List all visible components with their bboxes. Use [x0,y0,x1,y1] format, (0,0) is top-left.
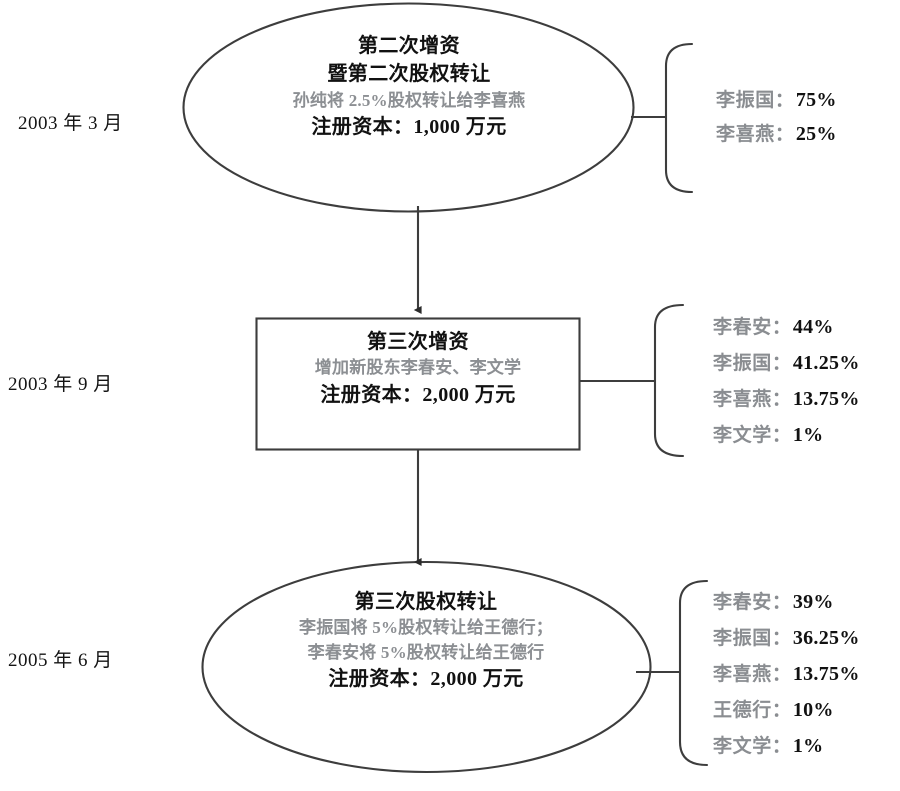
shareholder-percent: 10% [792,699,834,721]
shareholder-name: 李振国 [713,353,772,374]
shareholder-colon: ： [771,592,791,613]
stage-2-capital: 注册资本：2,000 万元 [320,383,516,406]
shareholder-percent: 39% [792,591,834,613]
stage-2-text-block: 第三次增资 增加新股东李春安、李文学 注册资本：2,000 万元 [256,328,580,409]
stage-2-subtitle: 增加新股东李春安、李文学 [314,358,522,378]
shareholder-name: 李喜燕 [716,124,775,145]
shareholder-colon: ： [771,317,791,338]
shareholder-percent: 13.75% [792,388,860,410]
shareholder-row: 李春安：39% [713,592,860,612]
shareholder-colon: ： [771,628,791,649]
date-label-stage-2: 2003 年 9 月 [8,374,113,395]
stage-3-subtitle-line1: 李振国将 5%股权转让给王德行； [299,618,553,638]
shareholder-percent: 25% [795,123,837,145]
shareholder-row: 李文学：1% [713,425,860,445]
stage-1-ellipse [182,2,635,213]
shareholder-percent: 13.75% [792,663,860,685]
shareholder-list-stage-3: 李春安：39%李振国：36.25%李喜燕：13.75%王德行：10%李文学：1% [713,592,860,772]
shareholder-name: 李文学 [713,736,772,757]
shareholder-colon: ： [771,700,791,721]
stage-1-subtitle: 孙纯将 2.5%股权转让给李喜燕 [292,90,526,110]
stage-1-capital: 注册资本：1,000 万元 [311,115,507,138]
stage-1-title-line2: 暨第二次股权转让 [327,63,491,86]
date-label-stage-1: 2003 年 3 月 [18,113,123,134]
shareholder-row: 李振国：75% [716,90,837,110]
stage-2-rectangle [255,317,581,451]
shareholder-name: 王德行 [713,700,772,721]
stage-3-title: 第三次股权转让 [354,591,498,613]
shareholder-name: 李春安 [713,592,772,613]
shareholder-list-stage-2: 李春安：44%李振国：41.25%李喜燕：13.75%李文学：1% [713,317,860,461]
shareholder-colon: ： [774,90,794,111]
shareholder-row: 李文学：1% [713,736,860,756]
shareholder-name: 李文学 [713,425,772,446]
shareholder-percent: 41.25% [792,352,860,374]
shareholder-row: 李喜燕：13.75% [713,664,860,684]
shareholder-list-stage-1: 李振国：75%李喜燕：25% [716,90,837,158]
date-label-stage-3: 2005 年 6 月 [8,650,113,671]
shareholder-colon: ： [774,124,794,145]
shareholder-name: 李振国 [713,628,772,649]
shareholder-percent: 44% [792,316,834,338]
shareholder-percent: 1% [792,735,824,757]
stage-3-text-block: 第三次股权转让 李振国将 5%股权转让给王德行； 李春安将 5%股权转让给王德行… [202,588,650,693]
stage-3-ellipse [201,560,652,774]
shareholder-percent: 1% [792,424,824,446]
brace-stage-2 [653,303,685,458]
shareholder-name: 李喜燕 [713,664,772,685]
shareholder-colon: ： [771,664,791,685]
shareholder-percent: 75% [795,89,837,111]
shareholder-name: 李喜燕 [713,389,772,410]
stage-2-title: 第三次增资 [367,331,469,353]
shareholder-row: 李喜燕：13.75% [713,389,860,409]
stage-1-text-block: 第二次增资 暨第二次股权转让 孙纯将 2.5%股权转让给李喜燕 注册资本：1,0… [183,32,635,141]
shareholder-row: 王德行：10% [713,700,860,720]
brace-stage-3 [678,579,709,767]
shareholder-colon: ： [771,389,791,410]
shareholder-name: 李振国 [716,90,775,111]
shareholder-percent: 36.25% [792,627,860,649]
stage-3-capital: 注册资本：2,000 万元 [328,667,524,690]
shareholder-row: 李春安：44% [713,317,860,337]
stage-1-title: 第二次增资 [358,35,460,57]
shareholder-row: 李喜燕：25% [716,124,837,144]
brace-stage-1 [664,42,694,194]
shareholder-colon: ： [771,353,791,374]
shareholder-row: 李振国：36.25% [713,628,860,648]
stage-3-subtitle-line2: 李春安将 5%股权转让给王德行 [307,642,545,662]
shareholder-row: 李振国：41.25% [713,353,860,373]
shareholder-colon: ： [771,425,791,446]
shareholder-colon: ： [771,736,791,757]
shareholder-name: 李春安 [713,317,772,338]
